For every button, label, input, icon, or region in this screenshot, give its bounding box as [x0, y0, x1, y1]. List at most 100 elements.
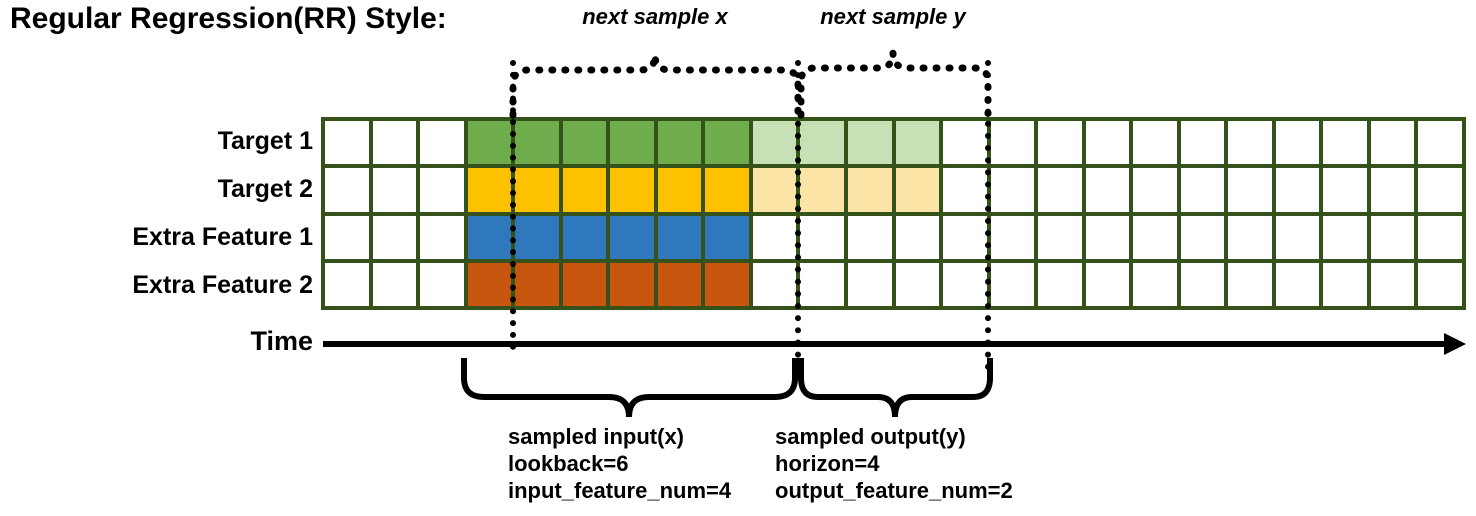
- cell-extra-feature-1-13: [943, 215, 987, 259]
- time-axis-line: [323, 341, 1453, 347]
- cell-target-2-14: [990, 168, 1035, 212]
- cell-target-2-3: [467, 168, 512, 212]
- caption-output-title: sampled output(y): [775, 424, 966, 449]
- cell-extra-feature-2-20: [1275, 262, 1320, 306]
- label-next-sample-x: next sample x: [582, 4, 728, 29]
- cell-target-1-1: [372, 121, 417, 165]
- cell-extra-feature-2-21: [1323, 262, 1367, 306]
- label-next-sample-y: next sample y: [820, 4, 966, 29]
- page-title: Regular Regression(RR) Style:: [10, 2, 447, 35]
- cell-target-2-1: [372, 168, 417, 212]
- cell-target-1-23: [1418, 121, 1462, 165]
- cell-target-2-22: [1370, 168, 1415, 212]
- cell-extra-feature-2-17: [1133, 262, 1177, 306]
- cell-target-1-19: [1228, 121, 1272, 165]
- cell-extra-feature-1-19: [1228, 215, 1272, 259]
- cell-target-2-21: [1323, 168, 1367, 212]
- cell-target-2-2: [420, 168, 464, 212]
- row-label-extra-feature-2: Extra Feature 2: [132, 271, 313, 299]
- cell-extra-feature-2-10: [800, 262, 844, 306]
- caption-output-features: output_feature_num=2: [775, 478, 1013, 503]
- guide-line-input-start: [510, 60, 516, 350]
- caption-sampled-input: sampled input(x) lookback=6 input_featur…: [508, 423, 731, 504]
- cell-extra-feature-1-14: [990, 215, 1035, 259]
- cell-extra-feature-1-2: [420, 215, 464, 259]
- row-label-target-2: Target 2: [217, 175, 313, 203]
- timeline-grid: [321, 117, 1466, 310]
- cell-extra-feature-2-18: [1180, 262, 1225, 306]
- cell-target-1-9: [752, 121, 797, 165]
- cell-extra-feature-1-21: [1323, 215, 1367, 259]
- cell-target-1-6: [610, 121, 654, 165]
- cell-extra-feature-1-10: [800, 215, 844, 259]
- cell-extra-feature-1-18: [1180, 215, 1225, 259]
- cell-extra-feature-2-9: [752, 262, 797, 306]
- cell-target-2-15: [1038, 168, 1082, 212]
- cell-target-1-22: [1370, 121, 1415, 165]
- cell-target-1-10: [800, 121, 844, 165]
- caption-sampled-output: sampled output(y) horizon=4 output_featu…: [775, 423, 1013, 504]
- row-label-target-1: Target 1: [217, 127, 313, 155]
- cell-target-2-0: [325, 168, 369, 212]
- cell-extra-feature-1-22: [1370, 215, 1415, 259]
- cell-extra-feature-2-3: [467, 262, 512, 306]
- caption-input-title: sampled input(x): [508, 424, 685, 449]
- cell-target-2-8: [705, 168, 749, 212]
- cell-target-1-21: [1323, 121, 1367, 165]
- cell-extra-feature-2-8: [705, 262, 749, 306]
- cell-extra-feature-2-14: [990, 262, 1035, 306]
- cell-extra-feature-2-7: [657, 262, 702, 306]
- cell-extra-feature-1-4: [515, 215, 559, 259]
- cell-extra-feature-2-0: [325, 262, 369, 306]
- cell-target-1-5: [562, 121, 607, 165]
- cell-target-2-11: [847, 168, 892, 212]
- cell-target-2-13: [943, 168, 987, 212]
- cell-extra-feature-1-12: [895, 215, 940, 259]
- cell-target-1-20: [1275, 121, 1320, 165]
- cell-target-1-3: [467, 121, 512, 165]
- cell-target-1-8: [705, 121, 749, 165]
- bottom-brace-output: [798, 358, 993, 418]
- row-label-extra-feature-1: Extra Feature 1: [132, 223, 313, 251]
- cell-extra-feature-1-16: [1085, 215, 1130, 259]
- cell-target-1-2: [420, 121, 464, 165]
- cell-extra-feature-1-11: [847, 215, 892, 259]
- cell-extra-feature-2-19: [1228, 262, 1272, 306]
- guide-line-input-end: [795, 60, 801, 370]
- cell-extra-feature-2-22: [1370, 262, 1415, 306]
- time-axis-arrow-icon: [1444, 333, 1466, 355]
- cell-extra-feature-1-17: [1133, 215, 1177, 259]
- cell-target-2-10: [800, 168, 844, 212]
- cell-target-2-17: [1133, 168, 1177, 212]
- cell-extra-feature-2-11: [847, 262, 892, 306]
- cell-target-1-14: [990, 121, 1035, 165]
- cell-extra-feature-2-2: [420, 262, 464, 306]
- time-axis-label: Time: [250, 326, 313, 356]
- cell-target-2-5: [562, 168, 607, 212]
- cell-target-2-16: [1085, 168, 1130, 212]
- cell-extra-feature-2-12: [895, 262, 940, 306]
- cell-extra-feature-2-16: [1085, 262, 1130, 306]
- cell-target-2-23: [1418, 168, 1462, 212]
- cell-extra-feature-1-3: [467, 215, 512, 259]
- cell-target-2-4: [515, 168, 559, 212]
- cell-extra-feature-1-8: [705, 215, 749, 259]
- cell-target-1-7: [657, 121, 702, 165]
- cell-target-2-6: [610, 168, 654, 212]
- caption-input-features: input_feature_num=4: [508, 478, 732, 503]
- cell-target-1-17: [1133, 121, 1177, 165]
- cell-target-2-7: [657, 168, 702, 212]
- cell-extra-feature-1-23: [1418, 215, 1462, 259]
- cell-extra-feature-2-6: [610, 262, 654, 306]
- cell-extra-feature-1-7: [657, 215, 702, 259]
- top-brace-y: [797, 52, 992, 119]
- cell-extra-feature-1-1: [372, 215, 417, 259]
- cell-target-2-9: [752, 168, 797, 212]
- cell-target-1-13: [943, 121, 987, 165]
- cell-target-1-0: [325, 121, 369, 165]
- cell-extra-feature-2-23: [1418, 262, 1462, 306]
- cell-target-2-12: [895, 168, 940, 212]
- caption-output-horizon: horizon=4: [775, 451, 880, 476]
- cell-target-2-20: [1275, 168, 1320, 212]
